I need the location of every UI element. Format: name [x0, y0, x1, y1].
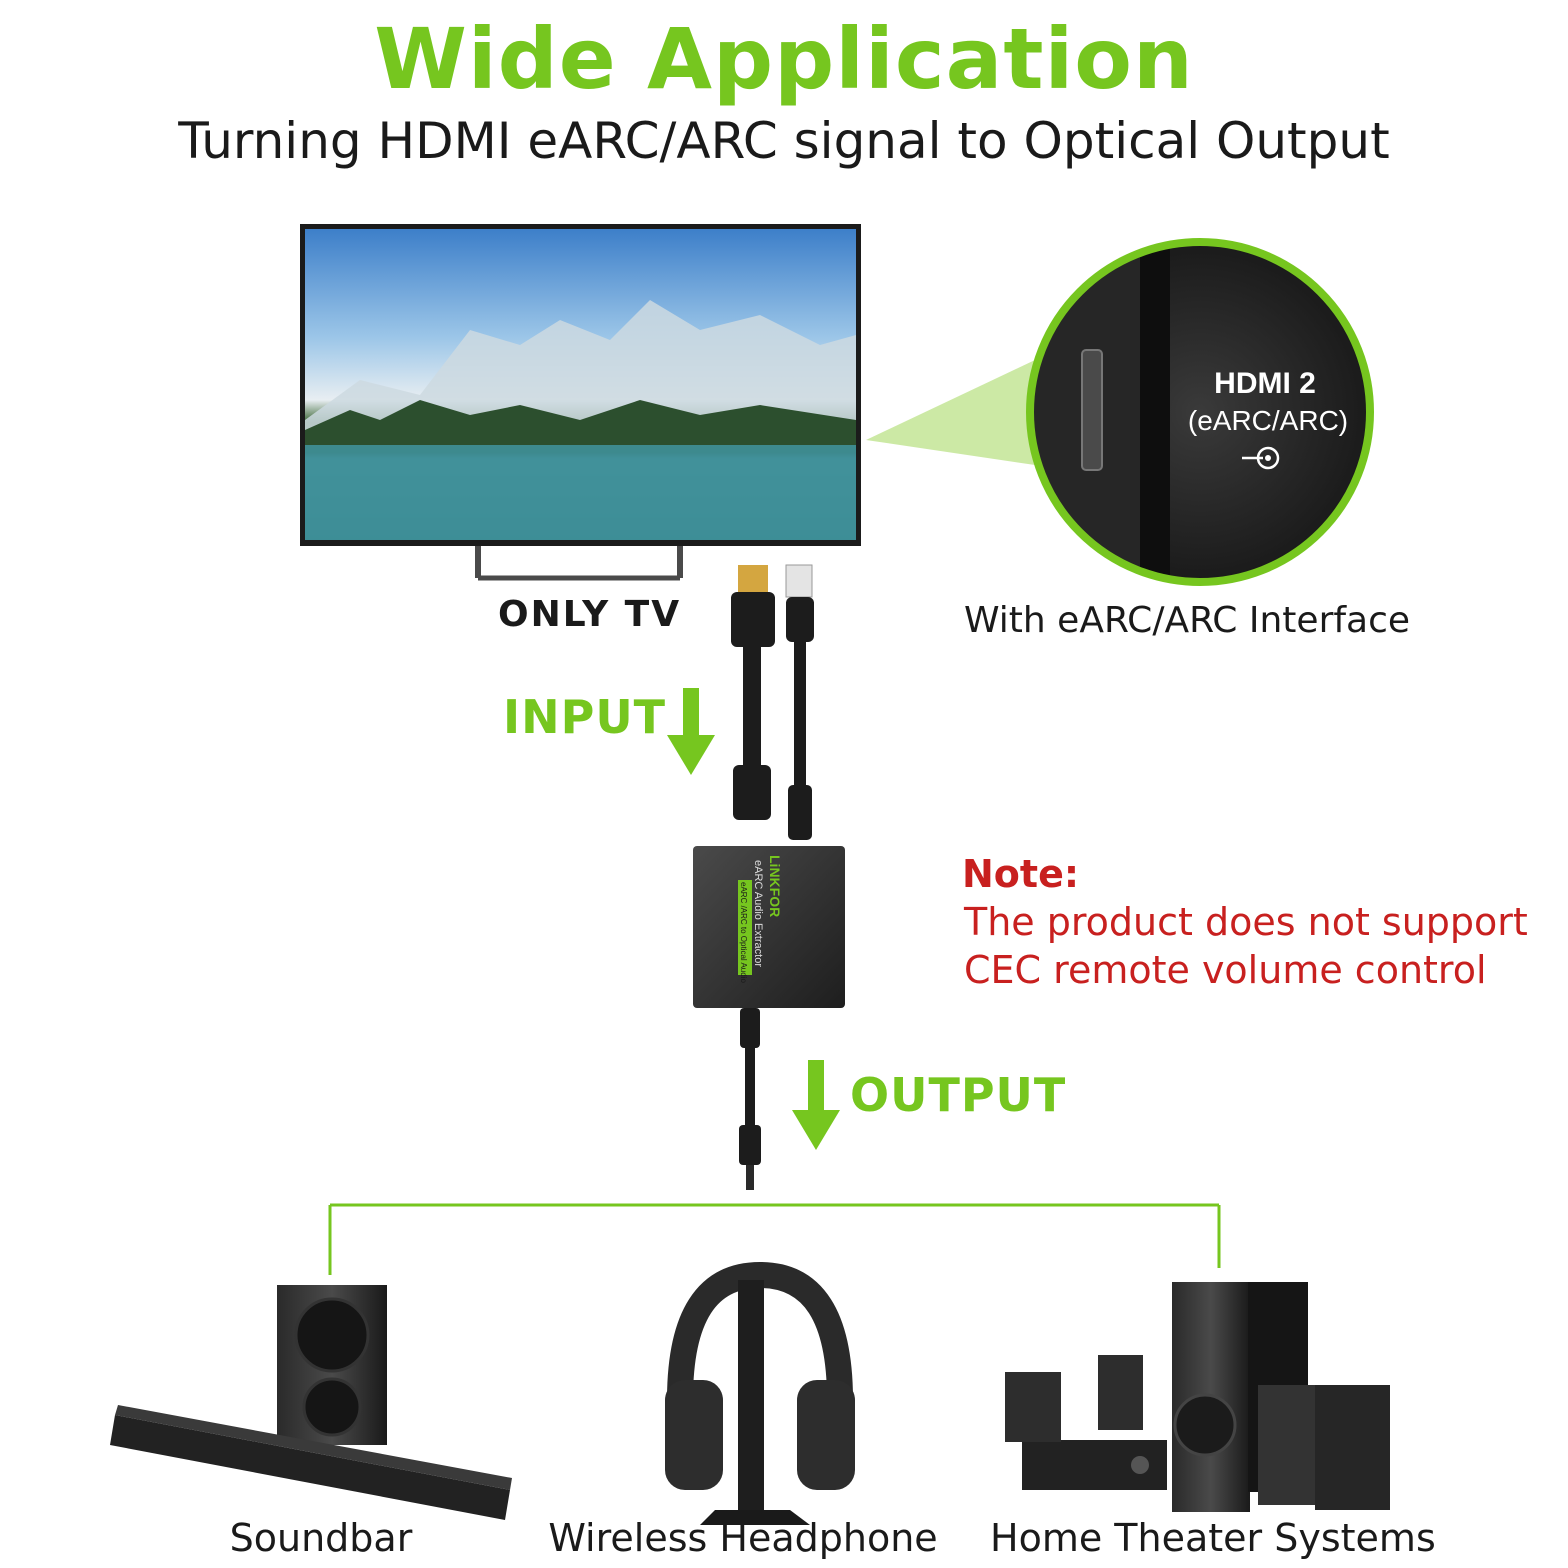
- tv-illustration: [300, 224, 861, 581]
- input-label: INPUT: [503, 690, 667, 744]
- home-theater-label: Home Theater Systems: [990, 1516, 1436, 1560]
- output-cable: [739, 1008, 761, 1190]
- output-label: OUTPUT: [850, 1068, 1067, 1122]
- distribution-bracket: [328, 1203, 1221, 1275]
- extractor-brand: LiNKFOR: [767, 855, 783, 917]
- soundbar-label: Soundbar: [229, 1516, 413, 1560]
- note-line-2: CEC remote volume control: [964, 948, 1487, 992]
- zoom-port-mode: (eARC/ARC): [1188, 405, 1348, 436]
- input-arrow-icon: [667, 688, 715, 775]
- headphone-illustration: [665, 1261, 855, 1525]
- soundbar-illustration: [110, 1285, 512, 1520]
- headphone-label: Wireless Headphone: [548, 1516, 938, 1560]
- page-subtitle: Turning HDMI eARC/ARC signal to Optical …: [178, 112, 1390, 170]
- note-title: Note:: [962, 852, 1080, 896]
- extractor-box: LiNKFOR eARC Audio Extractor eARC /ARC t…: [693, 846, 845, 1008]
- page-title: Wide Application: [374, 10, 1194, 108]
- arc-port-icon: [1242, 446, 1280, 470]
- tv-label: ONLY TV: [498, 594, 682, 635]
- zoom-port-name: HDMI 2: [1214, 367, 1316, 400]
- input-cables: [731, 564, 814, 840]
- output-arrow-icon: [792, 1060, 840, 1150]
- zoom-circle: HDMI 2 (eARC/ARC): [1026, 238, 1374, 586]
- zoom-caption: With eARC/ARC Interface: [964, 600, 1411, 641]
- extractor-model: eARC Audio Extractor: [752, 860, 764, 967]
- home-theater-illustration: [1005, 1282, 1390, 1512]
- extractor-subline: eARC /ARC to Optical Audio: [739, 882, 748, 983]
- zoom-beam: [866, 360, 1035, 465]
- note-line-1: The product does not support: [964, 900, 1528, 944]
